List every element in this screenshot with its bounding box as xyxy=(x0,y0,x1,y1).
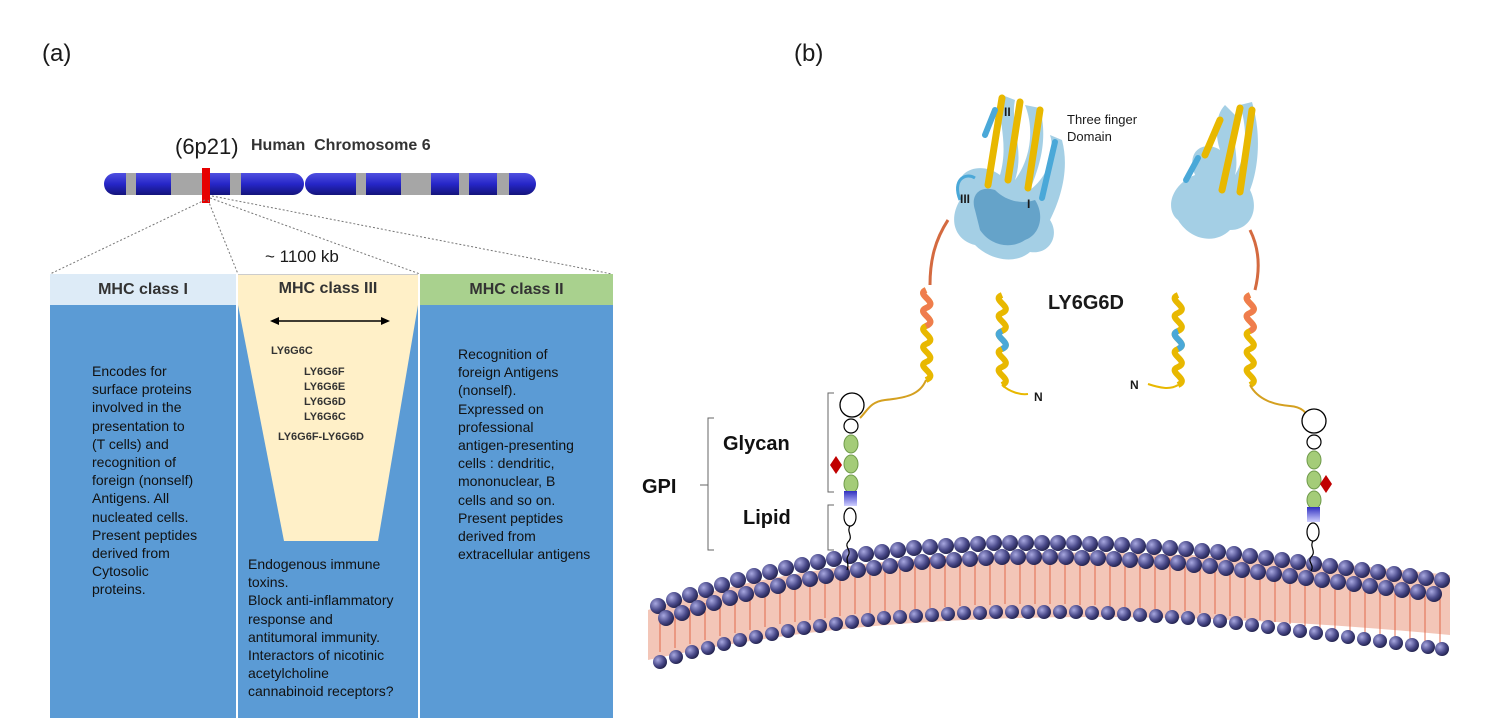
text-line: antigen-presenting xyxy=(458,437,574,454)
ly6g6d-protein-left xyxy=(859,94,1065,419)
n-terminus-label-left: N xyxy=(1034,390,1043,404)
text-line: surface proteins xyxy=(92,381,192,398)
gpi-anchor-right xyxy=(1301,408,1332,572)
gene-label: LY6G6D xyxy=(304,396,346,408)
chromosome-band xyxy=(401,173,431,195)
text-line: Encodes for xyxy=(92,363,167,379)
gene-label: LY6G6E xyxy=(304,381,346,393)
panel-b-label: (b) xyxy=(794,40,824,67)
text-line: (T cells) and xyxy=(92,435,169,452)
text-line: Present peptides xyxy=(458,509,564,526)
text-line: Antigens. All xyxy=(92,490,170,507)
gene-label: LY6G6C xyxy=(304,411,346,423)
domain-label-line: Three finger xyxy=(1067,112,1138,127)
panel-a-label: (a) xyxy=(42,40,72,67)
mhc-class-i-description: Encodes for surface proteins involved in… xyxy=(92,362,197,599)
text-line: (nonself). xyxy=(458,382,517,399)
text-line: toxins. xyxy=(248,574,289,591)
gene-label: LY6G6C xyxy=(271,345,313,357)
chromosome-band xyxy=(356,173,366,195)
lipid-label: Lipid xyxy=(743,507,791,529)
mhc-class-i-column xyxy=(50,305,236,718)
mhc-class-ii-description: Recognition of foreign Antigens (nonself… xyxy=(458,345,590,563)
mhc-class-iii-header: MHC class III xyxy=(238,274,418,305)
gene-label: LY6G6F-LY6G6D xyxy=(278,431,365,443)
chromosome-band xyxy=(497,173,509,195)
text-line: cells : dendritic, xyxy=(458,455,555,472)
text-line: Interactors of nicotinic xyxy=(248,647,385,664)
text-line: proteins. xyxy=(92,581,146,598)
text-line: involved in the xyxy=(92,399,182,416)
text-line: professional xyxy=(458,418,534,435)
glycan-label: Glycan xyxy=(723,433,790,455)
chromosome-title: Human Chromosome 6 xyxy=(251,137,431,154)
text-line: Expressed on xyxy=(458,400,544,417)
locus-label: (6p21) xyxy=(175,134,239,159)
protein-name-label: LY6G6D xyxy=(1048,292,1124,314)
ly6g6d-protein-right xyxy=(1147,102,1311,421)
text-line: Block anti-inflammatory xyxy=(248,592,394,609)
n-terminus-label-right: N xyxy=(1130,378,1139,392)
text-line: recognition of xyxy=(92,454,177,471)
text-line: derived from xyxy=(458,528,536,545)
mhc-class-iii-funnel xyxy=(238,305,418,541)
text-line: cannabinoid receptors? xyxy=(248,683,394,700)
chromosome-band xyxy=(171,173,204,195)
mhc-class-ii-header: MHC class II xyxy=(420,274,613,305)
domain-label-line: Domain xyxy=(1067,129,1112,144)
gpi-anchor-left xyxy=(830,392,865,571)
text-line: derived from xyxy=(92,545,170,562)
three-finger-domain-label: Three finger Domain xyxy=(1067,111,1137,145)
gpi-brackets xyxy=(700,392,834,551)
text-line: Recognition of xyxy=(458,346,548,362)
text-line: response and xyxy=(248,610,333,627)
ly6g6d-structure-illustration xyxy=(648,94,1450,669)
gpi-label: GPI xyxy=(642,476,677,498)
text-line: mononuclear, B xyxy=(458,473,556,490)
text-line: nucleated cells. xyxy=(92,508,189,525)
chromosome-band xyxy=(459,173,469,195)
text-line: presentation to xyxy=(92,417,185,434)
text-line: Cytosolic xyxy=(92,563,149,580)
loop-label-iii: III xyxy=(960,192,971,206)
text-line: antitumoral immunity. xyxy=(248,628,381,645)
mhc-class-ii-column xyxy=(420,305,613,718)
mhc-class-i-header: MHC class I xyxy=(50,274,236,305)
chromosome-band xyxy=(126,173,136,195)
loop-label-ii: II xyxy=(1004,105,1011,119)
loop-label-i: I xyxy=(1027,197,1031,211)
gene-label: LY6G6F xyxy=(304,366,345,378)
text-line: acetylcholine xyxy=(248,665,329,682)
text-line: extracellular antigens xyxy=(458,546,591,563)
text-line: cells and so on. xyxy=(458,491,556,508)
text-line: foreign Antigens xyxy=(458,364,559,381)
text-line: foreign (nonself) xyxy=(92,472,194,489)
region-size-label: ~ 1100 kb xyxy=(265,247,339,266)
chromosome-band xyxy=(230,173,241,195)
lipid-bilayer-membrane xyxy=(648,535,1450,669)
text-line: Endogenous immune xyxy=(248,556,381,572)
text-line: Present peptides xyxy=(92,526,198,543)
locus-marker xyxy=(202,168,210,203)
chromosome-diagram xyxy=(49,168,613,275)
mhc-class-iii-description: Endogenous immune toxins. Block anti-inf… xyxy=(248,555,394,701)
